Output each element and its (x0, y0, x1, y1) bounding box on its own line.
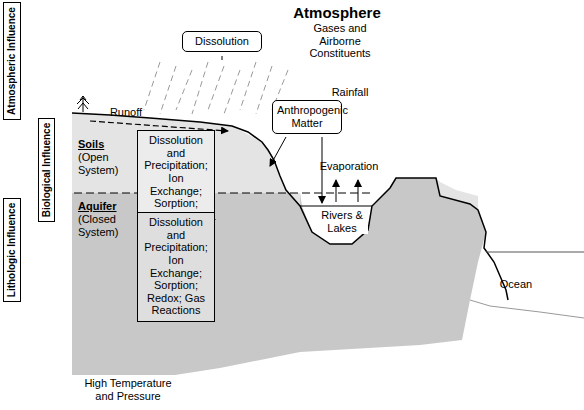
process-label: Evaporation (314, 160, 384, 173)
layer-name: Aquifer (78, 200, 134, 213)
process-label: Rainfall (320, 86, 380, 99)
dissolution-leader (222, 56, 223, 60)
layer-note: (Closed System) (78, 213, 134, 238)
rain-streak (208, 66, 224, 110)
node-text: Anthropogenic Matter (277, 104, 337, 129)
influence-band: Biological Influence (38, 118, 55, 222)
sea-level (486, 252, 584, 253)
heading: Atmosphere (282, 4, 392, 21)
node-text: Dissolution (187, 35, 257, 48)
aquifer-rock (72, 178, 486, 375)
rain-streak (160, 66, 176, 114)
evaporation-arrow (358, 180, 359, 202)
layer-note: (Open System) (78, 151, 134, 176)
water-body-name: Rivers & Lakes (316, 209, 368, 234)
seafloor (470, 300, 584, 318)
layer-name: Soils (78, 138, 128, 151)
rain-streak (240, 62, 256, 110)
tree-symbol (77, 96, 89, 112)
influence-band: Atmospheric Influence (3, 2, 21, 120)
rain-streak (192, 62, 208, 114)
water-body-name: Ocean (496, 278, 536, 291)
rainfall-streaks (144, 62, 288, 114)
process-label: Runoff (104, 106, 148, 119)
node-text: Lithologic Influence (6, 203, 18, 297)
evaporation-arrow (336, 180, 337, 202)
note: High Temperature and Pressure (78, 377, 178, 402)
caption-text: Gases and Airborne Constituents (300, 22, 380, 60)
rain-streak (224, 70, 240, 114)
node-text: Biological Influence (41, 123, 53, 217)
node-text: Dissolution and Precipitation; Ion Excha… (141, 134, 211, 222)
rain-streak (256, 66, 272, 114)
node-text: Atmospheric Influence (6, 7, 18, 115)
process-box: Dissolution and Precipitation; Ion Excha… (137, 212, 215, 322)
node-text: Dissolution and Precipitation; Ion Excha… (141, 216, 211, 317)
rain-streak (176, 70, 192, 110)
rain-streak (144, 62, 160, 110)
river-surface (300, 206, 372, 207)
soil-aquifer-boundary (74, 193, 372, 194)
process-box: Dissolution (182, 31, 262, 52)
process-box: Anthropogenic Matter (272, 100, 342, 134)
anthropogenic-arrow (270, 137, 286, 166)
influence-band: Lithologic Influence (3, 198, 21, 302)
